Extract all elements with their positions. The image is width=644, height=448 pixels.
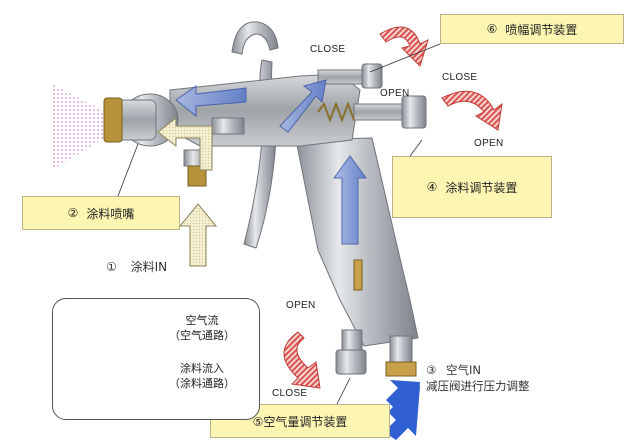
legend-box: 空气流 （空气通路） 涂料流入 （涂料通路） xyxy=(52,298,260,420)
close-label-fluid: CLOSE xyxy=(442,72,478,83)
rotation-arrow-air xyxy=(283,331,321,389)
callout-number: ④ xyxy=(426,180,438,194)
callout-label: 空气IN xyxy=(445,363,481,377)
callout-label: 涂料调节装置 xyxy=(445,180,518,195)
paint-flow-arrows xyxy=(157,116,218,267)
callout-number: ① xyxy=(106,260,117,274)
close-label-air: CLOSE xyxy=(272,388,308,399)
air-arrow-upper xyxy=(279,79,327,133)
legend-air-line2: （空气通路） xyxy=(169,329,235,342)
paint-in-arrow xyxy=(178,203,218,267)
air-arrow-handle xyxy=(333,155,367,245)
legend-air-line1: 空气流 xyxy=(185,314,219,327)
paint-arrow-head xyxy=(157,116,213,171)
callout-number: ② xyxy=(67,206,79,220)
callout-number: ③ xyxy=(426,363,437,377)
callout-label: 喷幅调节装置 xyxy=(505,22,578,37)
spray-pattern xyxy=(52,84,128,170)
rotation-arrow-fan xyxy=(379,26,429,67)
callout-fluid-adjust: ④ 涂料调节装置 xyxy=(392,156,552,218)
legend-paint-line1: 涂料流入 xyxy=(180,362,224,375)
open-label-fan: OPEN xyxy=(380,88,410,99)
callout-fan-adjust: ⑥ 喷幅调节装置 xyxy=(440,14,624,44)
close-label-fan: CLOSE xyxy=(310,44,346,55)
air-arrow-barrel xyxy=(175,85,247,118)
paint-in-label: ① 涂料IN xyxy=(106,258,167,275)
legend-paint-line2: （涂料通路） xyxy=(169,377,235,390)
air-flow-arrows xyxy=(175,79,367,245)
open-label-air: OPEN xyxy=(286,300,316,311)
callout-label: 涂料喷嘴 xyxy=(86,206,135,221)
rotation-arrow-fluid xyxy=(441,90,503,131)
legend-paint-text: 涂料流入 （涂料通路） xyxy=(157,361,247,391)
callout-paint-nozzle: ② 涂料喷嘴 xyxy=(22,196,180,230)
callout-label: ⑤空气量调节装置 xyxy=(252,414,348,429)
air-in-label: ③ 空气IN 减压阀进行压力调整 xyxy=(426,362,530,394)
open-label-fluid: OPEN xyxy=(474,138,504,149)
callout-sublabel: 减压阀进行压力调整 xyxy=(426,379,530,393)
legend-air-text: 空气流 （空气通路） xyxy=(157,313,247,343)
callout-number: ⑥ xyxy=(486,22,498,36)
callout-label: 涂料IN xyxy=(130,260,168,274)
